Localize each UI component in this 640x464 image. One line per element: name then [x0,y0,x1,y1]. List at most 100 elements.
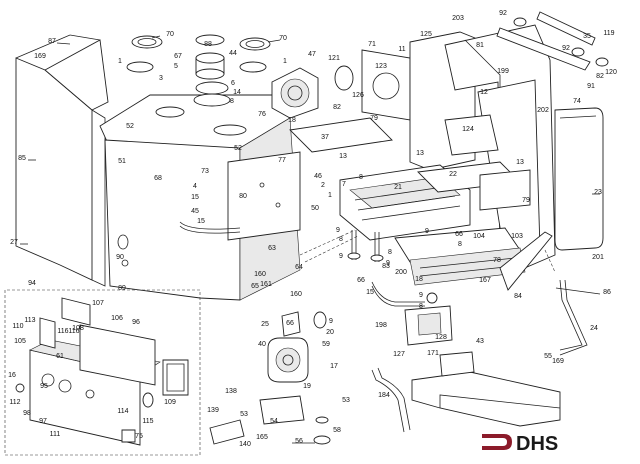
part-callout: 124 [462,126,474,133]
part-callout: 138 [225,388,237,395]
part-callout: 198 [375,322,387,329]
part-callout: 58 [333,427,341,434]
part-callout: 116 [68,328,79,335]
part-callout: 89 [118,285,126,292]
part-callout: 161 [260,281,272,288]
part-callout: 103 [511,233,523,240]
expansion-vessel [554,107,604,251]
part-callout: 53 [240,411,248,418]
part-callout: 114 [117,408,128,415]
part-callout: 66 [357,277,365,284]
part-callout: 13 [416,150,424,157]
part-callout: 125 [420,31,432,38]
part-callout: 66 [286,320,294,327]
part-callout: 81 [476,42,484,49]
part-callout: 3 [159,75,163,82]
part-callout: 86 [603,289,611,296]
part-callout: 15 [366,289,374,296]
part-callout: 77 [278,157,286,164]
part-callout: 11 [398,46,405,53]
part-callout: 1 [328,192,332,199]
left-casing-panel [15,34,109,287]
part-callout: 127 [393,351,405,358]
part-callout: 108 [72,325,84,332]
part-callout: 19 [303,383,311,390]
part-callout: 15 [191,194,199,201]
fan-assembly [271,65,354,119]
part-callout: 13 [339,153,347,160]
part-callout: 23 [594,189,602,196]
part-callout: 113 [24,317,35,324]
part-callout: 44 [229,50,237,57]
flue-rings [126,34,271,107]
part-callout: 13 [516,159,524,166]
part-callout: 8 [458,241,462,248]
part-callout: 18 [415,276,423,283]
part-callout: 16 [8,372,16,379]
part-callout: 6 [231,80,235,87]
rear-frame [409,24,556,271]
part-callout: 97 [39,418,47,425]
part-callout: 140 [239,441,251,448]
part-callout: 56 [295,438,303,445]
part-callout: 116 [57,328,68,335]
part-callout: 5 [174,63,178,70]
part-callout: 160 [290,291,302,298]
part-callout: 20 [326,329,334,336]
part-callout: 79 [370,115,378,122]
part-callout: 66 [455,231,463,238]
part-callout: 21 [394,184,402,191]
part-callout: 85 [18,155,26,162]
part-callout: 15 [197,218,205,225]
part-callout: 107 [92,300,104,307]
part-callout: 22 [449,171,457,178]
part-callout: 95 [40,383,48,390]
part-callout: 139 [207,407,219,414]
part-callout: 63 [268,245,276,252]
part-callout: 199 [497,68,509,75]
part-callout: 123 [375,63,387,70]
part-callout: 104 [473,233,485,240]
part-callout: 120 [605,69,617,76]
part-callout: 202 [537,107,549,114]
part-callout: 92 [562,45,570,52]
part-callout: 90 [116,254,124,261]
part-callout: 110 [12,323,23,330]
part-callout: 61 [56,353,64,360]
part-callout: 94 [28,280,36,287]
part-callout: 37 [321,134,329,141]
part-callout: 64 [295,264,303,271]
part-callout: 35 [583,33,591,40]
part-callout: 111 [50,431,61,438]
part-callout: 115 [142,418,153,425]
dhs-logo: DHS [482,433,558,455]
part-callout: 126 [352,92,364,99]
part-callout: 50 [311,205,319,212]
part-callout: 82 [596,73,604,80]
part-callout: 119 [603,30,614,37]
heat-exchanger [339,114,531,241]
part-callout: 75 [135,433,143,440]
part-callout: 88 [204,41,212,48]
part-callout: 121 [328,55,340,62]
part-callout: 201 [592,254,604,261]
part-callout: 70 [279,35,287,42]
part-callout: 98 [23,410,31,417]
part-callout: 84 [514,293,522,300]
part-callout: 160 [254,271,266,278]
part-callout: 184 [378,392,390,399]
part-callout: 25 [261,321,269,328]
part-callout: 9 [339,253,343,260]
part-callout: 9 [329,318,333,325]
part-callout: 169 [552,358,564,365]
part-callout: 76 [258,111,266,118]
part-callout: 8 [359,174,363,181]
part-callout: 200 [395,269,407,276]
part-callout: 8 [388,249,392,256]
part-callout: 4 [193,183,197,190]
part-callout: 40 [258,341,266,348]
part-callout: 128 [435,334,447,341]
part-callout: 8 [419,303,423,310]
leader-lines [20,35,601,444]
